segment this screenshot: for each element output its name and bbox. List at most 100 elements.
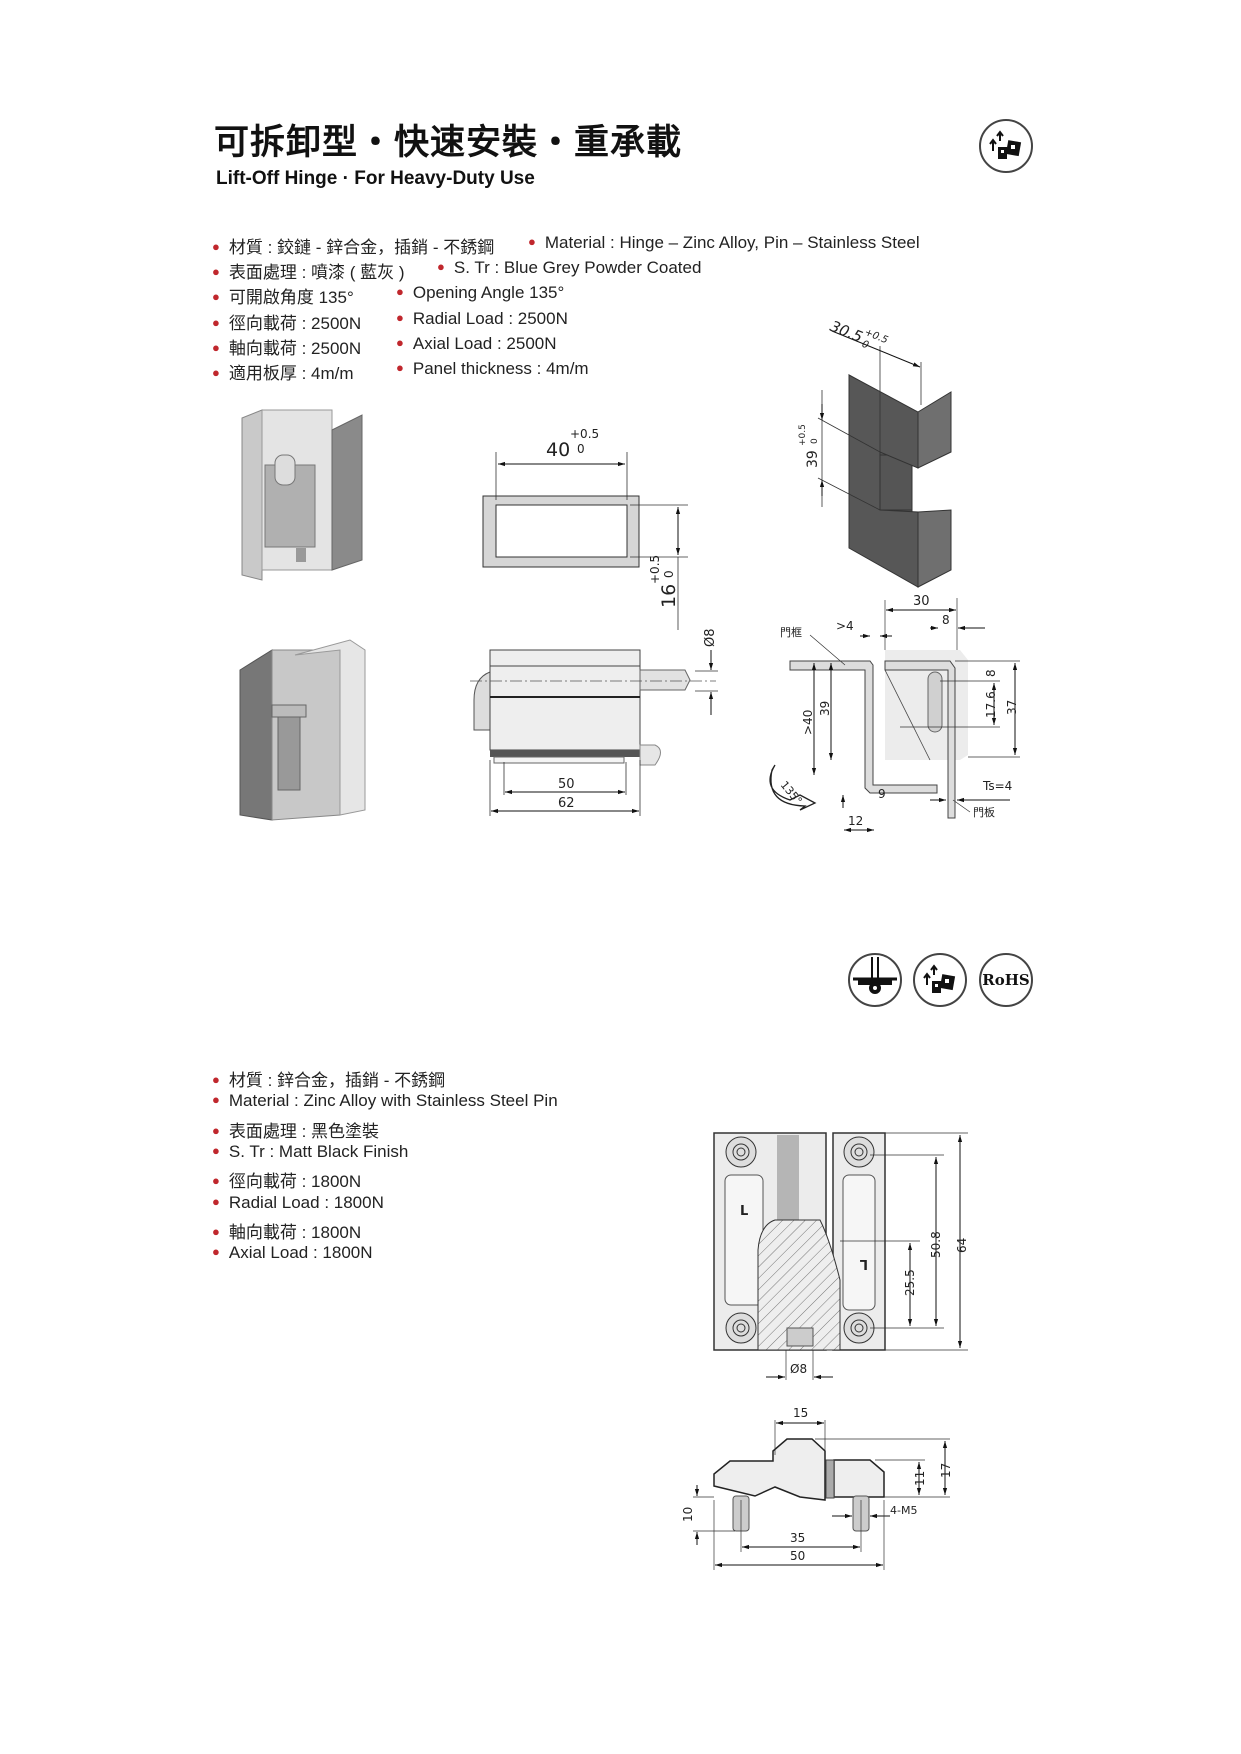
spec-item: ● 材質 : 鋅合金，插銷 - 不銹鋼	[212, 1066, 445, 1091]
rohs-badge: RoHS	[979, 953, 1033, 1007]
bullet-icon: ●	[212, 315, 220, 330]
dim-label: >40	[801, 710, 815, 735]
dim-label: 62	[558, 796, 575, 811]
bullet-icon: ●	[396, 284, 404, 299]
dim-label: 35	[790, 1531, 805, 1545]
dim-tolerance: 0	[577, 442, 585, 456]
bullet-icon: ●	[212, 1173, 220, 1188]
easy-install-icon	[979, 119, 1033, 173]
dim-label: 30	[913, 594, 930, 609]
bullet-icon: ●	[212, 340, 220, 355]
panel-cutout-drawing: 40 +0.5 0 16 +0.5 0	[482, 427, 688, 630]
screw-label: 4-M5	[890, 1504, 917, 1517]
spec-item: ● Radial Load : 1800N	[212, 1193, 384, 1213]
dim-label: 15	[793, 1406, 808, 1420]
bullet-icon: ●	[212, 264, 220, 279]
spec-text: 徑向載荷 : 2500N	[228, 314, 362, 333]
left-mark: L	[740, 1204, 748, 1219]
dim-label: 25.5	[903, 1269, 917, 1296]
spec-text: Radial Load : 1800N	[228, 1193, 384, 1212]
dim-label: 50	[790, 1549, 805, 1563]
bullet-icon: ●	[212, 1194, 220, 1209]
spec-text: 適用板厚 : 4m/m	[228, 364, 354, 383]
spec-item: ● 材質 : 鉸鏈 - 鋅合金，插銷 - 不銹鋼	[212, 233, 494, 258]
bullet-icon: ●	[396, 310, 404, 325]
spec-item: ● Radial Load : 2500N	[396, 309, 568, 329]
hinge-side-view: Ø8 50 62	[470, 628, 718, 816]
dim-label: 12	[848, 814, 863, 828]
dim-label: 39	[805, 450, 821, 468]
bullet-icon: ●	[396, 360, 404, 375]
dim-label: Ø8	[703, 628, 718, 647]
dim-label: 50	[558, 777, 575, 792]
spec-item: ● Material : Hinge – Zinc Alloy, Pin – St…	[528, 233, 920, 253]
spec-text: 材質 : 鉸鏈 - 鋅合金，插銷 - 不銹鋼	[228, 238, 495, 257]
dim-tolerance: 0	[810, 438, 820, 444]
bullet-icon: ●	[212, 1224, 220, 1239]
bullet-icon: ●	[212, 239, 220, 254]
dim-label: >4	[836, 619, 854, 633]
bullet-icon: ●	[528, 234, 536, 249]
spec-text: Axial Load : 1800N	[228, 1243, 373, 1262]
dim-label: 30.5	[828, 317, 866, 346]
bullet-icon: ●	[437, 259, 445, 274]
dim-tolerance: +0.5	[570, 427, 599, 441]
spec-text: 材質 : 鋅合金，插銷 - 不銹鋼	[228, 1071, 446, 1090]
spec-item: ● Panel thickness : 4m/m	[396, 359, 589, 379]
spec-text: Material : Hinge – Zinc Alloy, Pin – Sta…	[544, 233, 920, 252]
dim-tolerance: +0.5	[648, 555, 662, 584]
dim-label: 11	[913, 1471, 927, 1486]
dim-label: 64	[955, 1238, 969, 1253]
dim-label: Ø8	[790, 1362, 807, 1376]
spec-item: ●軸向載荷 : 1800N	[212, 1218, 361, 1243]
spec-item: ●Material : Zinc Alloy with Stainless St…	[212, 1091, 558, 1111]
spec-item: ● S. Tr : Matt Black Finish	[212, 1142, 408, 1162]
spec-text: S. Tr : Blue Grey Powder Coated	[453, 258, 702, 277]
spec-item: ●表面處理 : 噴漆 ( 藍灰 )	[212, 258, 405, 283]
door-label: 門板	[973, 805, 995, 819]
spec-item: ●Opening Angle 135°	[396, 283, 564, 303]
spec-text: S. Tr : Matt Black Finish	[228, 1142, 409, 1161]
dim-tolerance: +0.5	[798, 424, 808, 446]
hinge-photo-open	[239, 639, 366, 821]
spec-text: 徑向載荷 : 1800N	[228, 1172, 362, 1191]
bullet-icon: ●	[212, 1244, 220, 1259]
spec-text: 可開啟角度 135°	[228, 288, 354, 307]
spec-item: ●Axial Load : 2500N	[396, 334, 557, 354]
spec-item: ●軸向載荷 : 2500N	[212, 334, 361, 359]
frame-label: 門框	[780, 626, 802, 639]
right-mark: L	[860, 1256, 868, 1271]
easy-install-icon	[913, 953, 967, 1007]
spec-item: ●表面處理 : 黑色塗裝	[212, 1117, 379, 1142]
dim-label: 16	[658, 584, 680, 608]
hinge-photo-closed	[241, 409, 363, 581]
dim-label: 8	[942, 613, 950, 627]
bullet-icon: ●	[212, 1072, 220, 1087]
thickness-label: Ts=4	[982, 779, 1012, 793]
bracket-3d-drawing: 30.5 +0.5 0 39 +0.5 0	[798, 317, 952, 588]
dim-label: 17.6	[984, 691, 998, 718]
dim-label: 9	[878, 787, 886, 801]
spec-item: ● 徑向載荷 : 2500N	[212, 309, 361, 334]
spec-text: 表面處理 : 黑色塗裝	[228, 1122, 380, 1141]
bullet-icon: ●	[212, 1143, 220, 1158]
dim-label: 17	[939, 1463, 953, 1478]
hinge2-side-view: 15 17 11 10 4-M5 35 50	[681, 1406, 953, 1570]
lift-off-hinge-icon	[848, 953, 902, 1007]
page-title: 可拆卸型・快速安裝・重承載	[214, 123, 683, 163]
dim-label: 50.8	[929, 1231, 943, 1258]
dim-label: 37	[1005, 700, 1019, 715]
hinge2-front-view: L L 64 50.8 25.5 Ø8	[713, 1132, 969, 1380]
dim-label: 10	[681, 1507, 695, 1522]
spec-text: Panel thickness : 4m/m	[412, 359, 589, 378]
spec-item: ●可開啟角度 135°	[212, 283, 354, 308]
dim-tolerance: 0	[662, 570, 676, 578]
bullet-icon: ●	[396, 335, 404, 350]
dim-label: 40	[546, 439, 570, 461]
spec-text: Material : Zinc Alloy with Stainless Ste…	[228, 1091, 558, 1110]
spec-text: Radial Load : 2500N	[412, 309, 568, 328]
spec-item: ●適用板厚 : 4m/m	[212, 359, 354, 384]
dim-tolerance: 0	[860, 339, 870, 352]
rohs-label: RoHS	[982, 971, 1030, 989]
